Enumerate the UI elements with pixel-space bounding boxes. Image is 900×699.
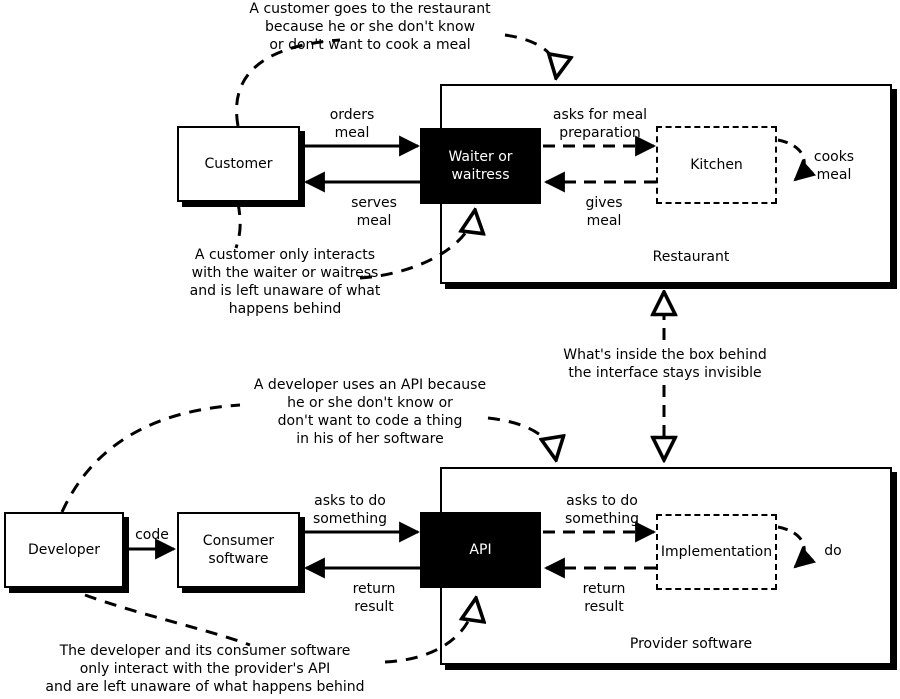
gives-meal-label: gives meal <box>585 195 623 229</box>
waiter-label: Waiter or waitress <box>448 149 513 183</box>
restaurant-bottom-note: A customer only interacts with the waite… <box>189 247 381 317</box>
waiter-only-arc <box>359 210 475 280</box>
orders-meal-label: orders meal <box>329 107 375 141</box>
do-label: do <box>824 543 842 559</box>
developer-box: Developer <box>4 512 124 588</box>
developer-unaware-arc <box>84 593 251 647</box>
do-loop <box>777 525 817 569</box>
serves-meal-label: serves meal <box>351 195 397 229</box>
kitchen-label: Kitchen <box>690 157 743 173</box>
developer-to-api-arc <box>60 403 241 513</box>
customer-unaware-arc <box>234 202 242 249</box>
return-result-right-label: return result <box>582 581 626 615</box>
asks-to-do-right-label: asks to do something <box>564 493 640 527</box>
api-top-note: A developer uses an API because he or sh… <box>253 377 487 447</box>
code-label: code <box>135 527 169 543</box>
api-only-arc <box>384 598 476 664</box>
asks-meal-preparation-label: asks for meal preparation <box>552 107 648 141</box>
waiter-box: Waiter or waitress <box>420 128 541 204</box>
api-bottom-note: The developer and its consumer software … <box>45 643 365 695</box>
cooks-meal-label: cooks meal <box>813 149 855 183</box>
api-label: API <box>469 542 492 558</box>
cooks-meal-loop <box>777 138 817 182</box>
middle-note: What's inside the box behind the interfa… <box>563 347 767 381</box>
restaurant-entry-arc <box>504 33 557 78</box>
consumer-software-box: Consumer software <box>177 512 300 588</box>
return-result-left-label: return result <box>352 581 396 615</box>
implementation-label: Implementation <box>660 544 773 560</box>
restaurant-top-note: A customer goes to the restaurant becaus… <box>249 1 491 53</box>
developer-label: Developer <box>27 542 100 558</box>
kitchen-box: Kitchen <box>656 126 777 204</box>
restaurant-label: Restaurant <box>652 249 730 265</box>
implementation-box: Implementation <box>656 514 777 590</box>
consumer-software-label: Consumer software <box>202 533 275 567</box>
asks-to-do-left-label: asks to do something <box>312 493 388 527</box>
provider-software-label: Provider software <box>629 636 753 652</box>
api-box: API <box>420 512 541 588</box>
provider-entry-arc <box>487 416 556 460</box>
customer-label: Customer <box>204 156 273 172</box>
customer-to-restaurant-arc <box>235 38 341 127</box>
customer-box: Customer <box>177 126 300 202</box>
